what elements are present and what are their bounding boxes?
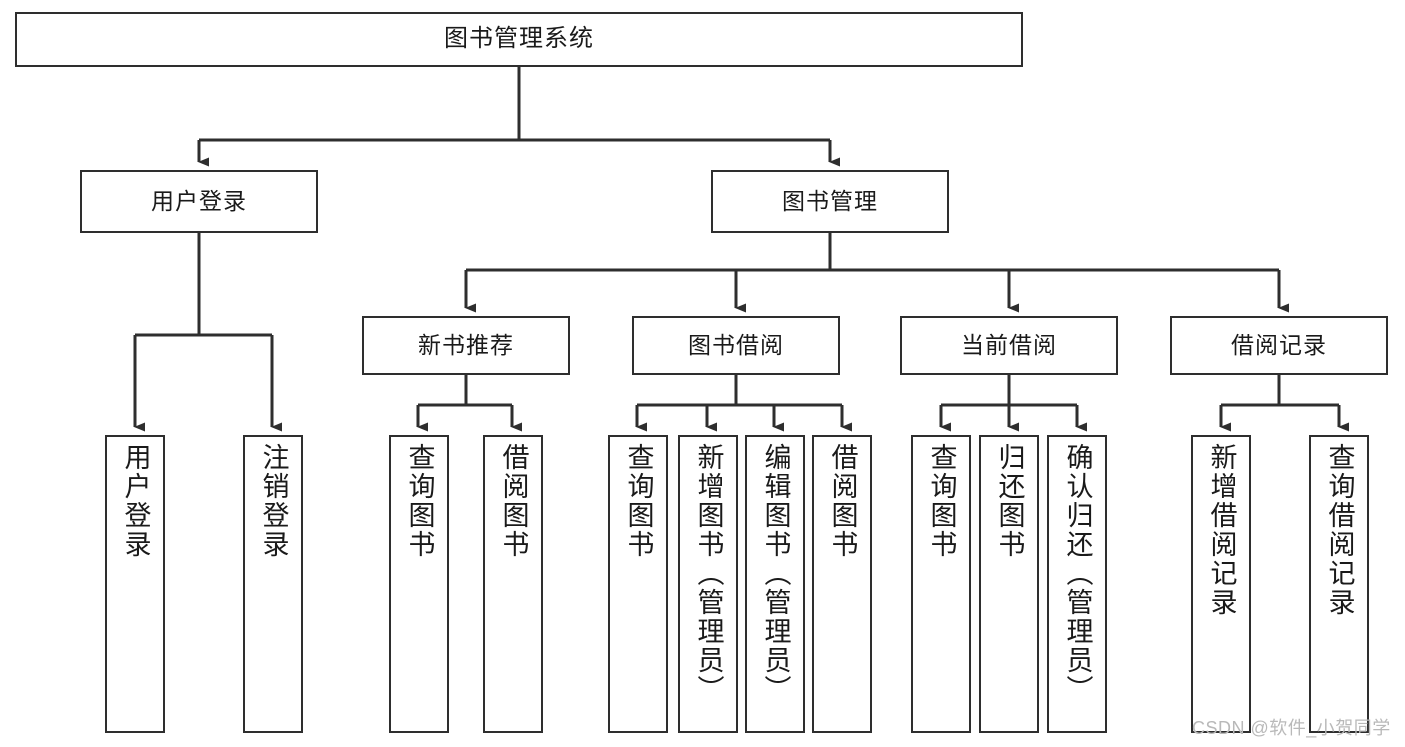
watermark: CSDN @软件_小贺同学 bbox=[1192, 718, 1391, 738]
node-root-label: 图书管理系统 bbox=[444, 25, 594, 53]
node-user-login[interactable]: 用户登录 bbox=[80, 170, 318, 233]
node-leaf-confirm-return-admin-label: 确认归还（管理员） bbox=[1062, 443, 1093, 704]
node-leaf-query-borrow-record-label: 查询借阅记录 bbox=[1324, 443, 1355, 617]
node-leaf-return-book-label: 归还图书 bbox=[994, 443, 1025, 559]
node-leaf-user-login-label: 用户登录 bbox=[120, 443, 151, 559]
node-leaf-confirm-return-admin[interactable]: 确认归还（管理员） bbox=[1047, 435, 1107, 733]
node-new-book-recommend-label: 新书推荐 bbox=[418, 331, 514, 358]
node-leaf-user-logout[interactable]: 注销登录 bbox=[243, 435, 303, 733]
node-leaf-query-book-2-label: 查询图书 bbox=[623, 443, 654, 559]
node-leaf-query-book-3[interactable]: 查询图书 bbox=[911, 435, 971, 733]
node-leaf-query-book-1[interactable]: 查询图书 bbox=[389, 435, 449, 733]
node-leaf-query-borrow-record[interactable]: 查询借阅记录 bbox=[1309, 435, 1369, 733]
node-leaf-add-borrow-record-label: 新增借阅记录 bbox=[1206, 443, 1237, 617]
node-current-borrow[interactable]: 当前借阅 bbox=[900, 316, 1118, 375]
node-leaf-user-logout-label: 注销登录 bbox=[258, 443, 289, 559]
node-leaf-query-book-1-label: 查询图书 bbox=[404, 443, 435, 559]
node-leaf-borrow-book-2[interactable]: 借阅图书 bbox=[812, 435, 872, 733]
node-leaf-add-book-admin-label: 新增图书（管理员） bbox=[693, 443, 724, 704]
node-root[interactable]: 图书管理系统 bbox=[15, 12, 1023, 67]
node-book-borrow[interactable]: 图书借阅 bbox=[632, 316, 840, 375]
node-leaf-borrow-book-1[interactable]: 借阅图书 bbox=[483, 435, 543, 733]
node-leaf-add-book-admin[interactable]: 新增图书（管理员） bbox=[678, 435, 738, 733]
node-book-management-label: 图书管理 bbox=[782, 187, 878, 214]
node-leaf-edit-book-admin[interactable]: 编辑图书（管理员） bbox=[745, 435, 805, 733]
node-borrow-record-label: 借阅记录 bbox=[1231, 331, 1327, 358]
node-book-borrow-label: 图书借阅 bbox=[688, 331, 784, 358]
node-book-management[interactable]: 图书管理 bbox=[711, 170, 949, 233]
node-user-login-label: 用户登录 bbox=[151, 187, 247, 214]
node-leaf-return-book[interactable]: 归还图书 bbox=[979, 435, 1039, 733]
node-leaf-user-login[interactable]: 用户登录 bbox=[105, 435, 165, 733]
node-leaf-query-book-2[interactable]: 查询图书 bbox=[608, 435, 668, 733]
node-new-book-recommend[interactable]: 新书推荐 bbox=[362, 316, 570, 375]
node-current-borrow-label: 当前借阅 bbox=[961, 331, 1057, 358]
node-leaf-query-book-3-label: 查询图书 bbox=[926, 443, 957, 559]
node-leaf-borrow-book-2-label: 借阅图书 bbox=[827, 443, 858, 559]
node-leaf-borrow-book-1-label: 借阅图书 bbox=[498, 443, 529, 559]
node-leaf-edit-book-admin-label: 编辑图书（管理员） bbox=[760, 443, 791, 704]
node-leaf-add-borrow-record[interactable]: 新增借阅记录 bbox=[1191, 435, 1251, 733]
node-borrow-record[interactable]: 借阅记录 bbox=[1170, 316, 1388, 375]
